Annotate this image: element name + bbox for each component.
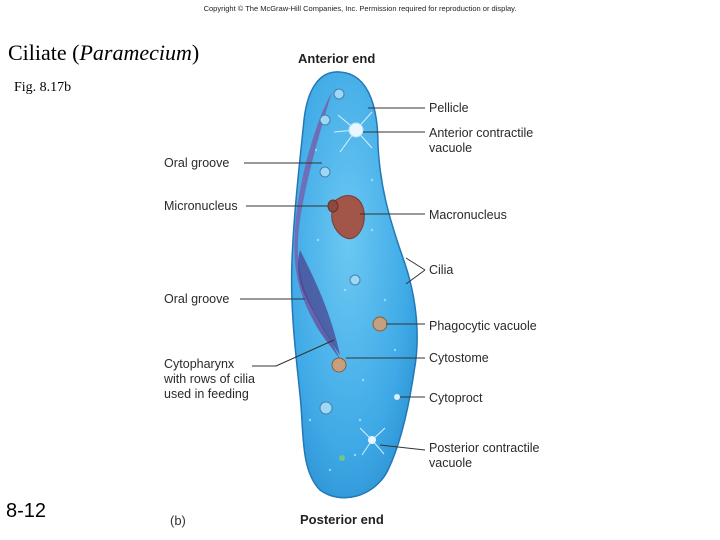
food-vacuoles — [319, 88, 388, 461]
label-micronucleus: Micronucleus — [164, 199, 238, 213]
label-cytostome: Cytostome — [429, 351, 489, 365]
title-text: Ciliate ( — [8, 40, 80, 65]
title-end: ) — [191, 40, 200, 65]
panel-label: (b) — [170, 513, 186, 528]
copyright-notice: Copyright © The McGraw-Hill Companies, I… — [203, 4, 517, 13]
label-cytoproct: Cytoproct — [429, 391, 483, 405]
label-posterior-cv-1: Posterior contractile — [429, 441, 540, 455]
label-cytopharynx-3: used in feeding — [164, 387, 249, 401]
anterior-end-label: Anterior end — [298, 51, 375, 66]
posterior-contractile-vacuole — [359, 427, 386, 456]
anterior-contractile-vacuole — [333, 111, 373, 153]
slide-title: Ciliate (Paramecium) — [8, 40, 199, 66]
label-cilia: Cilia — [429, 263, 453, 277]
leader-lines-left — [240, 162, 335, 367]
slide-number: 8-12 — [6, 500, 47, 522]
label-posterior-cv-2: vacuole — [429, 456, 472, 470]
label-anterior-cv-2: vacuole — [429, 141, 472, 155]
cilia-dots — [308, 148, 397, 472]
label-macronucleus: Macronucleus — [429, 208, 507, 222]
posterior-end-label: Posterior end — [300, 512, 384, 527]
label-phagocytic-vacuole: Phagocytic vacuole — [429, 319, 537, 333]
label-cytopharynx-2: with rows of cilia — [163, 372, 255, 386]
leader-lines-right — [346, 107, 426, 451]
cytoproct — [394, 394, 400, 400]
label-pellicle: Pellicle — [429, 101, 469, 115]
figure-reference: Fig. 8.17b — [14, 80, 72, 95]
title-italic: Paramecium — [79, 40, 192, 65]
label-oral-groove-1: Oral groove — [164, 156, 229, 170]
label-anterior-cv-1: Anterior contractile — [429, 126, 533, 140]
label-cytopharynx-1: Cytopharynx — [164, 357, 235, 371]
micronucleus — [327, 199, 339, 213]
label-oral-groove-2: Oral groove — [164, 292, 229, 306]
cytopharynx-shape — [298, 250, 340, 355]
